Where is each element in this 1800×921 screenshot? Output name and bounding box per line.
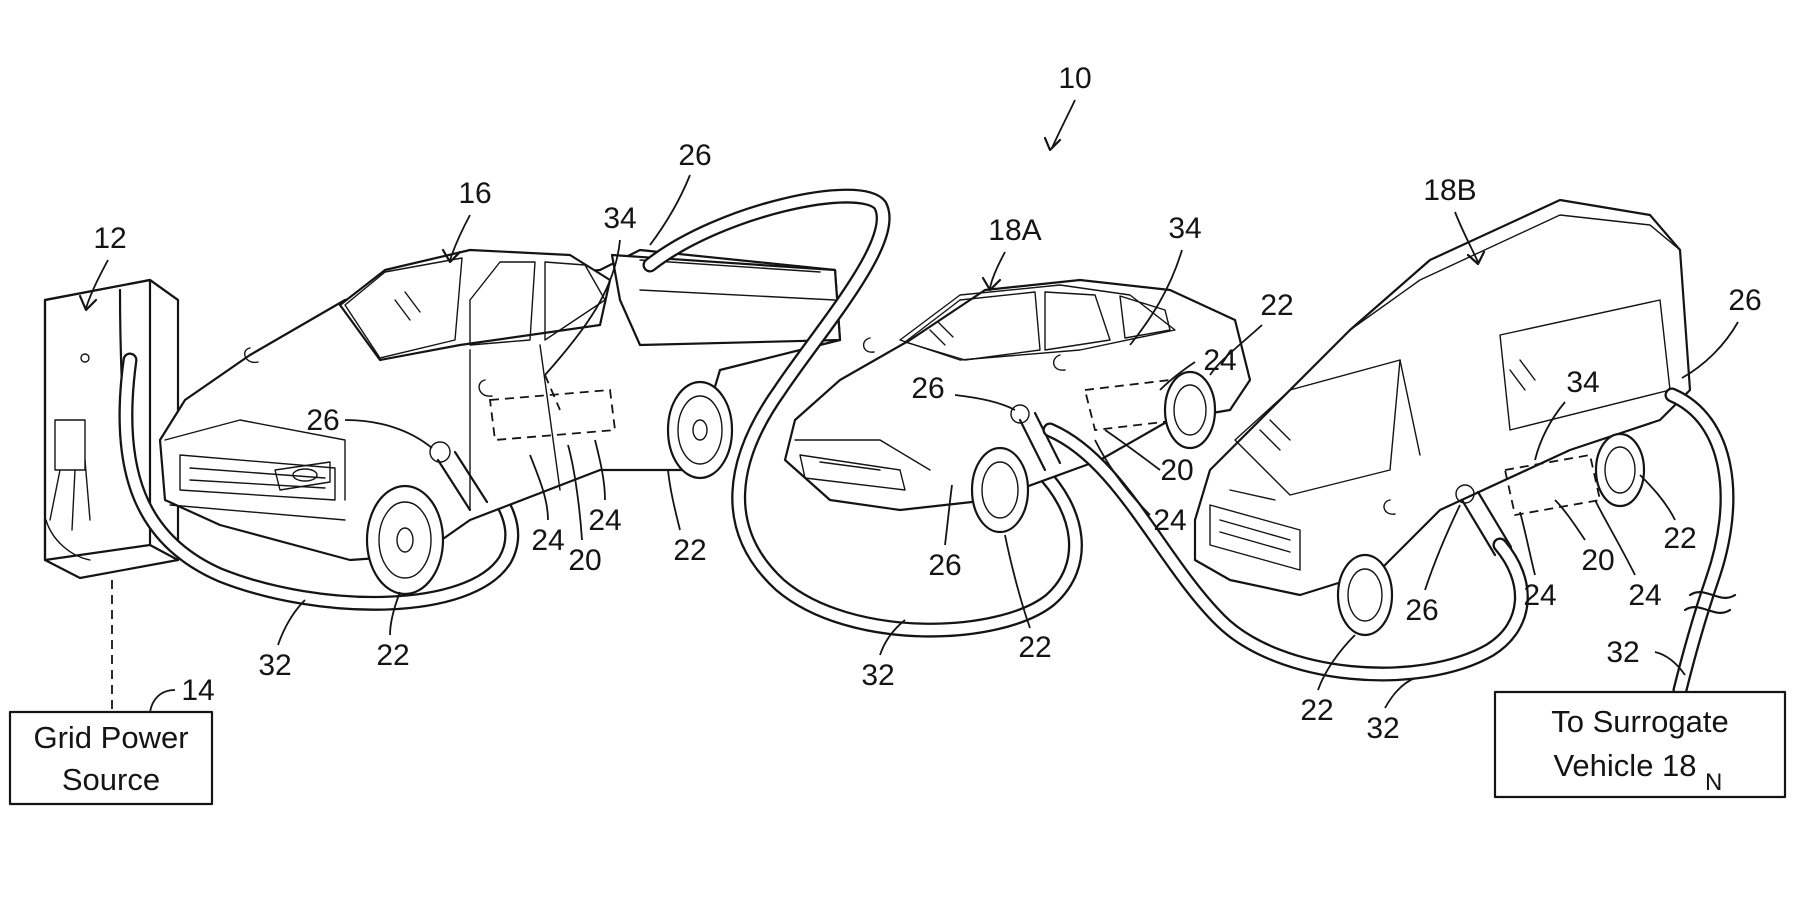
label-18b: 18B [1423,174,1476,207]
grid-box-line1: Grid Power [33,720,188,755]
leader-14 [149,689,176,713]
arrow-18a [981,276,1002,292]
label-26-van: 26 [1405,594,1438,627]
leader-22-truck-front [389,591,401,636]
label-16: 16 [458,177,491,210]
label-24-truck-a: 24 [531,524,564,557]
cable-sedan-van [1042,422,1529,682]
label-34-van: 34 [1566,366,1599,399]
label-26-van-top: 26 [1728,284,1761,317]
leader-26-sedan [954,394,1016,411]
leader-26-van-top [1681,321,1739,379]
label-26-sedan: 26 [911,372,944,405]
label-26-bed: 26 [678,139,711,172]
label-22-van-front: 22 [1300,694,1333,727]
label-32-middle: 32 [861,659,894,692]
leader-34-truck [544,239,621,376]
leader-32-middle [879,619,906,656]
leader-24-van-a [1519,511,1536,576]
leader-26-bed [649,174,691,246]
leader-34-van [1534,401,1566,461]
label-22-truck-rear: 22 [673,534,706,567]
leader-16 [449,214,471,261]
leader-32-right [1654,651,1686,676]
surrogate-vehicle-box: To Surrogate Vehicle 18 N [1493,690,1787,799]
label-18a: 18A [988,214,1041,247]
leader-20-sedan [1104,429,1161,471]
leader-24-truck-b [594,439,606,501]
leader-34-sedan [1129,249,1183,346]
label-22-truck-front: 22 [376,639,409,672]
leader-32-van [1384,677,1416,709]
leader-20-truck [567,444,583,541]
label-24-sedan-a: 24 [1203,344,1236,377]
leader-32-truck [277,599,306,646]
label-22-sedan-front: 22 [1018,631,1051,664]
grid-power-source-box: Grid Power Source [8,710,214,806]
leader-24-truck-a [529,454,549,521]
label-32-right: 32 [1606,636,1639,669]
label-20-truck: 20 [568,544,601,577]
van-charge-plug [1455,484,1513,557]
leader-22-van-rear [1639,474,1676,521]
label-32-truck: 32 [258,649,291,682]
surrogate-box-line2: Vehicle 18 [1553,748,1696,783]
grid-box-line2: Source [62,762,160,797]
sedan-charge-plug [1010,404,1062,472]
leader-12 [85,259,109,309]
surrogate-box-subscript: N [1705,769,1722,796]
label-24-truck-b: 24 [588,504,621,537]
leader-26-sedan-b [944,484,953,546]
leader-22-sedan-rear [1209,324,1263,376]
label-22-van-rear: 22 [1663,522,1696,555]
cable-van-next [1664,387,1737,698]
label-12: 12 [93,222,126,255]
leader-10 [1051,99,1076,149]
leader-26-truck [344,419,433,449]
cable-truck-sedan [642,188,1083,638]
leader-24-sedan-b [1094,439,1151,516]
arrow-16 [441,248,462,264]
label-24-van-b: 24 [1628,579,1661,612]
label-24-sedan-b: 24 [1153,504,1186,537]
label-10: 10 [1058,62,1091,95]
label-26-sedan-b: 26 [928,549,961,582]
surrogate-box-line1: To Surrogate [1551,704,1729,739]
pickup-truck [158,248,842,596]
leader-24-sedan-a [1159,361,1196,391]
label-20-van: 20 [1581,544,1614,577]
label-34-truck: 34 [603,202,636,235]
leader-22-truck-rear [667,469,681,531]
leader-20-van [1554,499,1586,541]
label-22-sedan-rear: 22 [1260,289,1293,322]
cable-station-truck [118,352,520,611]
leader-22-van-front [1317,634,1356,691]
label-14: 14 [181,674,214,707]
label-24-van-a: 24 [1523,579,1556,612]
leader-26-van [1424,504,1461,591]
leader-22-sedan-front [1004,534,1031,629]
surrogate-vehicle-a [783,278,1252,534]
leader-24-van-b [1594,499,1636,576]
truck-charge-plug [429,441,489,512]
label-34-sedan: 34 [1168,212,1201,245]
arrow-18b [1466,250,1486,266]
arrow-12 [78,294,98,312]
label-26-truck: 26 [306,404,339,437]
label-20-sedan: 20 [1160,454,1193,487]
leader-18a [989,251,1006,289]
arrow-10 [1043,136,1062,152]
surrogate-vehicle-b [1193,198,1692,637]
label-32-van: 32 [1366,712,1399,745]
leader-18b [1454,211,1479,263]
